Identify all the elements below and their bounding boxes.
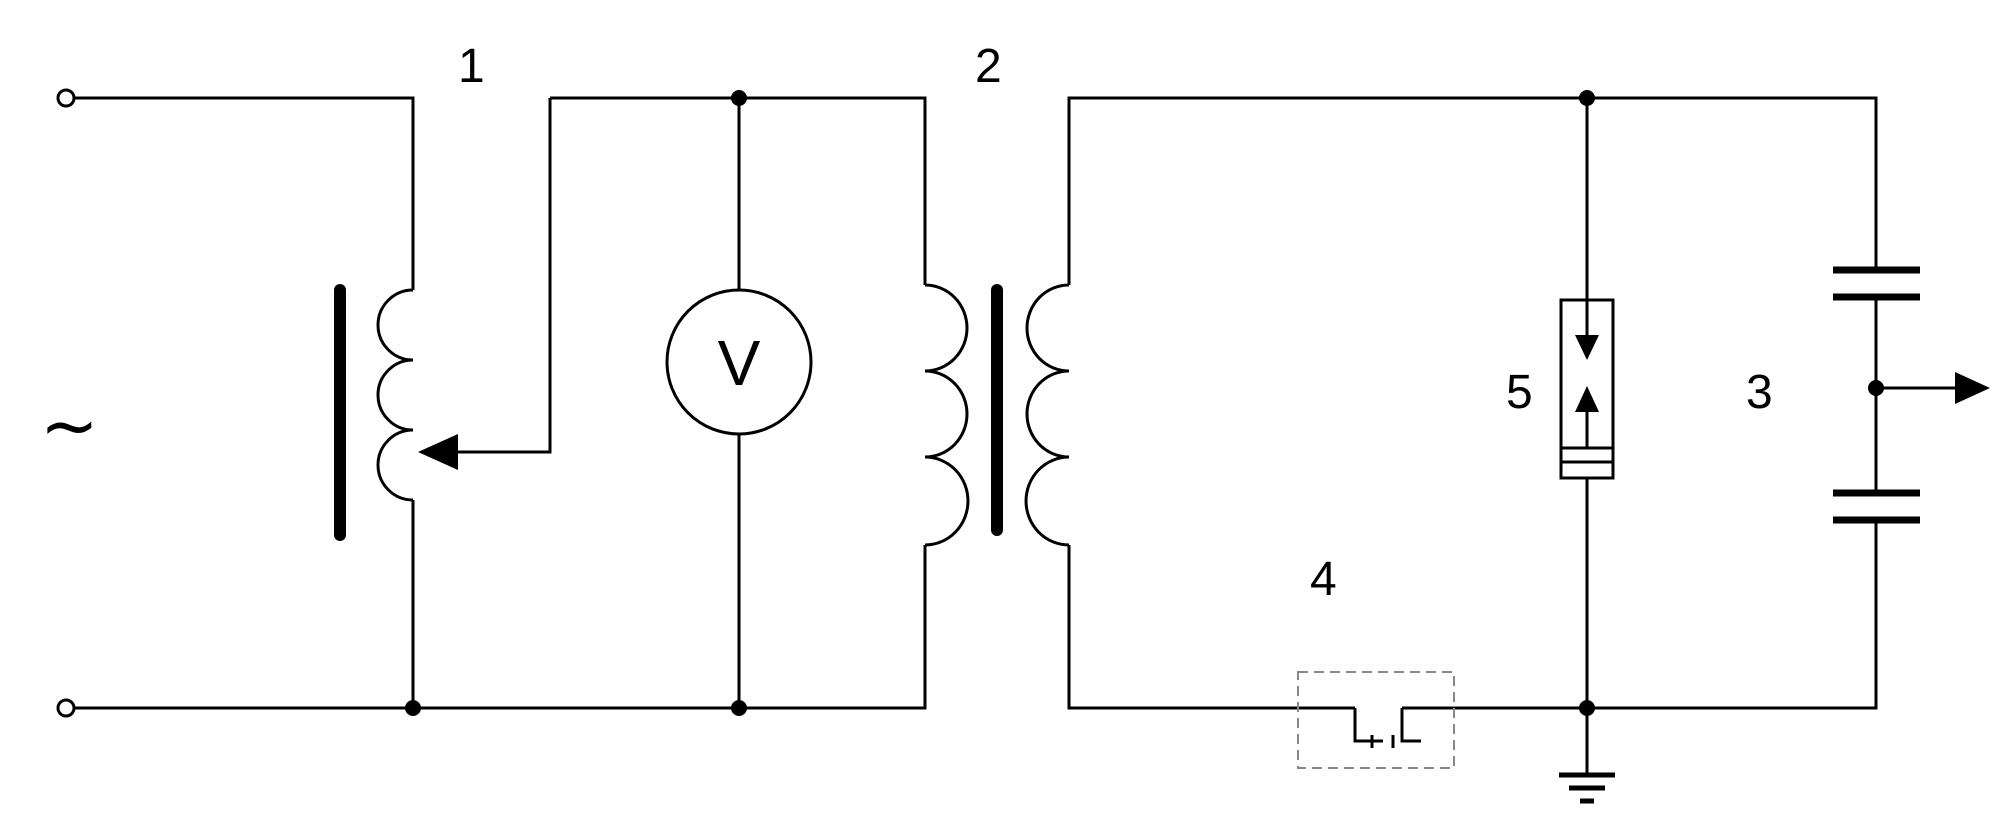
wire <box>1402 520 1878 710</box>
surge-arrester: 5 <box>1506 98 1615 708</box>
ground-icon <box>1559 708 1615 804</box>
autotransformer-regulator: 1 <box>74 40 552 708</box>
wire <box>1067 545 1355 710</box>
label-regulator: 1 <box>458 40 485 93</box>
capacitive-divider: 3 <box>1746 266 1990 524</box>
arrow-up-icon <box>1575 386 1599 412</box>
gap-electrode-left <box>1353 708 1383 743</box>
voltmeter: V <box>665 98 813 708</box>
wiper-arrow-icon <box>418 434 458 470</box>
ac-source-symbol: ~ <box>40 385 99 467</box>
primary-winding <box>924 283 970 547</box>
label-gap: 4 <box>1310 553 1337 606</box>
gap-electrode-right <box>1400 708 1421 743</box>
spark-gap: 4 <box>1297 553 1455 769</box>
label-divider: 3 <box>1746 366 1773 419</box>
wire <box>74 545 927 710</box>
wire <box>74 96 415 290</box>
junction-dot <box>405 700 421 716</box>
spark-gap-enclosure <box>1297 671 1455 769</box>
wiper-wire <box>455 98 552 454</box>
wire <box>1067 96 1878 285</box>
voltmeter-symbol: V <box>718 327 761 399</box>
input-terminal-top <box>56 88 76 108</box>
label-transformer: 2 <box>975 40 1002 93</box>
transformer: 2 <box>924 40 1070 547</box>
label-arrester: 5 <box>1506 366 1533 419</box>
wire <box>550 96 927 285</box>
regulator-coil <box>376 288 414 502</box>
secondary-winding <box>1024 283 1070 547</box>
arrow-down-icon <box>1575 335 1599 360</box>
input-terminal-bottom <box>56 698 76 718</box>
output-arrow-icon <box>1955 372 1990 404</box>
